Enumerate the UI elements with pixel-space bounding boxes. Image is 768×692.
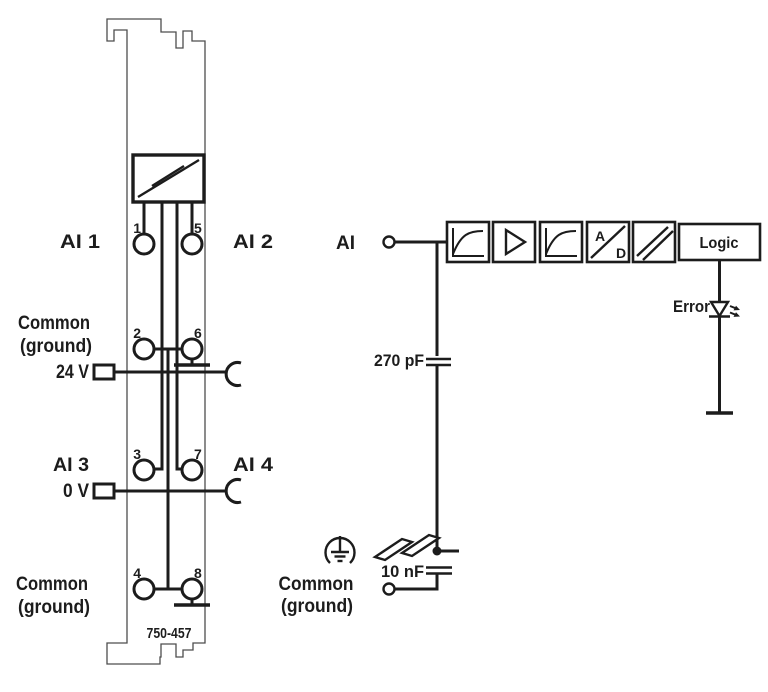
terminal-number-1: 1: [133, 220, 141, 236]
terminal-number-6: 6: [194, 325, 202, 341]
din-rail-icon: [372, 533, 442, 562]
terminal-4: [132, 577, 156, 601]
terminal-8: [180, 577, 204, 601]
capacitor-270pf-icon: [426, 357, 451, 548]
signal-circuit: AI 270 pF A D: [279, 220, 762, 617]
logic-box: Logic: [677, 222, 762, 262]
error-led-branch: Error: [673, 260, 740, 415]
terminal-number-2: 2: [133, 325, 141, 341]
power-tap-24v: [92, 363, 116, 381]
label-common-top-2: (ground): [20, 336, 92, 357]
chassis-ground-icon: [324, 536, 356, 564]
part-number: 750-457: [147, 625, 192, 642]
isolation-icon: [631, 220, 677, 264]
terminal-6: [180, 337, 204, 361]
io-module: 1 5 2 6 3 7 4 8 AI 1 AI 2 Common (ground…: [16, 18, 273, 665]
terminal-number-7: 7: [194, 446, 202, 462]
feed-0v: [92, 478, 242, 504]
label-ai1: AI 1: [60, 232, 100, 253]
terminal-1: [132, 232, 156, 256]
label-common-bottom-1: Common: [16, 574, 88, 595]
filter-1-icon: [445, 220, 491, 264]
error-led-icon: [708, 300, 740, 319]
power-tap-0v: [92, 482, 116, 500]
terminal-7: [180, 458, 204, 482]
ad-converter-a: A: [595, 228, 605, 244]
terminal-number-4: 4: [133, 565, 141, 581]
label-10nf: 10 nF: [381, 562, 424, 581]
terminal-numbers: 1 5 2 6 3 7 4 8: [133, 220, 202, 581]
cage-clamp-24v-icon: [224, 361, 242, 387]
ai-input-terminal: [382, 235, 396, 249]
module-housing-outline: [106, 18, 206, 665]
label-ai4: AI 4: [233, 455, 273, 476]
terminal-number-8: 8: [194, 565, 202, 581]
terminal-5: [180, 232, 204, 256]
label-ai2: AI 2: [233, 232, 273, 253]
terminal-2: [132, 337, 156, 361]
label-ai3: AI 3: [53, 455, 89, 476]
terminal-3: [132, 458, 156, 482]
terminal-contacts: [132, 232, 204, 601]
capacitor-10nf-icon: [395, 566, 452, 591]
dc-converter-icon: [131, 153, 206, 204]
label-24v: 24 V: [56, 362, 89, 383]
label-ai-input: AI: [336, 233, 355, 254]
filter-2-icon: [538, 220, 584, 264]
module-wiring: [142, 202, 194, 591]
label-270pf: 270 pF: [374, 351, 424, 370]
label-common-right-1: Common: [279, 574, 354, 595]
module-labels: AI 1 AI 2 Common (ground) 24 V AI 3 0 V …: [16, 232, 273, 642]
ad-converter-d: D: [616, 245, 626, 261]
cage-clamp-0v-icon: [224, 478, 242, 504]
common-terminal: [382, 582, 396, 596]
feed-24v: [92, 361, 242, 387]
label-common-right-2: (ground): [281, 596, 353, 617]
ad-converter-icon: A D: [585, 220, 631, 264]
label-logic: Logic: [700, 235, 739, 252]
label-common-bottom-2: (ground): [18, 597, 90, 618]
label-0v: 0 V: [63, 481, 89, 502]
label-common-top-1: Common: [18, 313, 90, 334]
label-error: Error: [673, 297, 710, 316]
terminal-number-3: 3: [133, 446, 141, 462]
terminal-number-5: 5: [194, 220, 202, 236]
amplifier-icon: [491, 220, 537, 264]
